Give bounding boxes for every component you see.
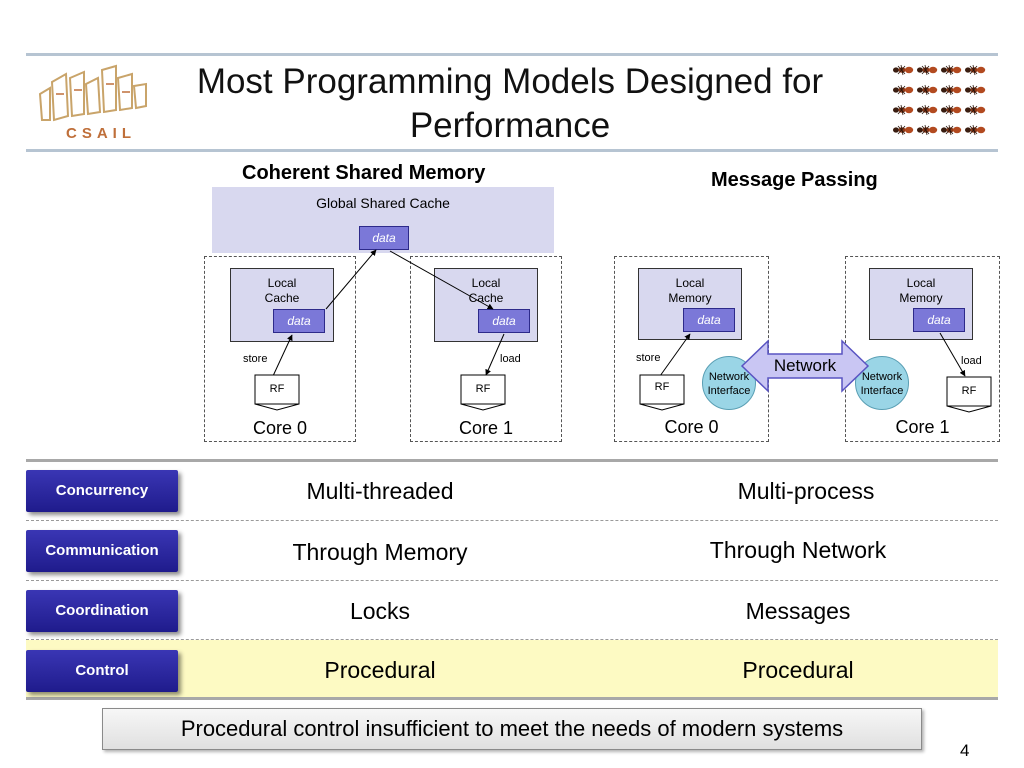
- table-row-divider-3: [26, 639, 998, 640]
- message-core1-mem-line2: Memory: [899, 291, 943, 305]
- message-core1-rf-label: RF: [961, 385, 977, 397]
- message-core0-ni-line1: Network: [708, 371, 750, 383]
- footer-callout: Procedural control insufficient to meet …: [102, 708, 922, 750]
- shared-core1-box: [410, 256, 562, 442]
- shared-core0-mem-line1: Local: [267, 276, 297, 290]
- logo-wordmark: CSAIL: [66, 125, 136, 142]
- header-bottom-rule: [26, 149, 998, 152]
- header-top-rule: [26, 53, 998, 56]
- cell-concurrency-shared: Multi-threaded: [306, 478, 454, 504]
- shared-core1-data-to-rf: [485, 333, 505, 376]
- control-row-highlight: [26, 640, 998, 697]
- message-core1-ni-line1: Network: [861, 371, 903, 383]
- cell-coordination-message: Messages: [745, 598, 851, 624]
- message-core0-label: Core 0: [664, 417, 719, 437]
- diagram-connectors: [254, 249, 992, 413]
- cell-concurrency-message: Multi-process: [737, 478, 875, 504]
- shared-core0-op-label: store: [243, 353, 268, 365]
- global-shared-cache-label: Global Shared Cache: [316, 195, 450, 211]
- shared-core1-label: Core 1: [458, 418, 514, 438]
- table-top-rule: [26, 459, 998, 462]
- slide-title-line2: Performance: [409, 106, 611, 145]
- network-double-arrow: [740, 339, 870, 393]
- table-bottom-rule: [26, 697, 998, 700]
- shared-core0-rf-label: RF: [269, 383, 285, 395]
- message-core0-rf-label: RF: [654, 381, 670, 393]
- row-label-communication[interactable]: Communication: [26, 530, 178, 572]
- row-label-concurrency[interactable]: Concurrency: [26, 470, 178, 512]
- message-core0-mem-line1: Local: [675, 276, 705, 290]
- page-number: 4: [960, 741, 970, 760]
- shared-core0-data: data: [273, 309, 325, 333]
- message-core0-op-label: store: [636, 352, 661, 364]
- message-core1-data: data: [913, 308, 965, 332]
- shared-core1-rf-block: [460, 374, 506, 411]
- message-core1-ni-line2: Interface: [860, 385, 904, 397]
- shared-core0-rf-to-data: [272, 334, 293, 377]
- message-passing-heading: Message Passing: [711, 169, 878, 191]
- message-core1-op-label: load: [961, 355, 982, 367]
- cell-control-shared: Procedural: [324, 657, 436, 683]
- message-core0-ni-line2: Interface: [707, 385, 751, 397]
- message-core1-mem-line1: Local: [906, 276, 936, 290]
- shared-core0-mem-line2: Cache: [264, 291, 300, 305]
- cell-communication-message: Through Network: [709, 537, 887, 563]
- cell-communication-shared: Through Memory: [292, 539, 468, 565]
- global-cache-data: data: [359, 226, 409, 250]
- shared-memory-heading: Coherent Shared Memory: [242, 162, 486, 184]
- message-core1-data-to-rf: [939, 332, 966, 377]
- table-row-divider-2: [26, 580, 998, 581]
- shared-core1-mem-line1: Local: [471, 276, 501, 290]
- shared-core1-op-label: load: [500, 353, 521, 365]
- message-core1-rf-block: [946, 376, 992, 413]
- slide-title-line1: Most Programming Models Designed for: [196, 62, 824, 101]
- shared-global-to-core1-cache: [389, 250, 494, 310]
- shared-core1-mem-line2: Cache: [468, 291, 504, 305]
- message-core0-rf-to-data: [659, 333, 691, 377]
- shared-core1-data: data: [478, 309, 530, 333]
- table-row-divider-1: [26, 520, 998, 521]
- shared-core0-box: [204, 256, 356, 442]
- message-core0-rf-block: [639, 374, 685, 411]
- shared-core1-rf-label: RF: [475, 383, 491, 395]
- csail-logo: CSAIL: [36, 64, 152, 146]
- message-core0-mem-line2: Memory: [668, 291, 712, 305]
- cell-coordination-shared: Locks: [349, 598, 411, 624]
- message-core0-data: data: [683, 308, 735, 332]
- cell-control-message: Procedural: [742, 657, 854, 683]
- shared-core0-cache-to-global: [325, 249, 377, 310]
- slide-title: Most Programming Models Designed for Per…: [150, 60, 870, 148]
- shared-core0-label: Core 0: [252, 418, 308, 438]
- message-core1-label: Core 1: [895, 417, 950, 437]
- shared-core0-rf-block: [254, 374, 300, 411]
- row-label-coordination[interactable]: Coordination: [26, 590, 178, 632]
- row-label-control[interactable]: Control: [26, 650, 178, 692]
- network-label: Network: [773, 356, 837, 375]
